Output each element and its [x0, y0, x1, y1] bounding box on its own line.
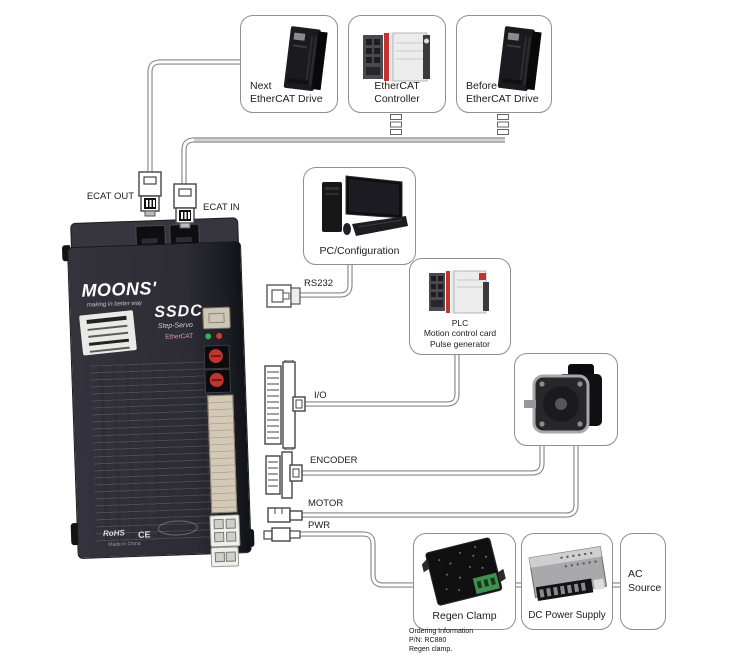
label-encoder: ENCODER: [310, 455, 358, 466]
drive-bus-logo: EtherCAT: [165, 332, 194, 341]
drive-front-face: MOONS' making in better way SSDC Step-Se…: [66, 241, 252, 568]
ethercat-bus-stub-controller: [390, 114, 402, 135]
node-label: Next EtherCAT Drive: [250, 80, 323, 105]
rs232-connector-icon: [266, 284, 301, 308]
cable-plc-to-io: [302, 353, 460, 407]
drive-ce-mark: CE: [137, 529, 151, 540]
label-motor: MOTOR: [308, 498, 344, 509]
drive-rohs-mark: RoHS: [102, 528, 125, 539]
cable-pwr-to-regen-clamp: [300, 531, 413, 588]
node-pc-configuration: PC/Configuration: [303, 167, 416, 265]
cable-encoder-to-motor-box: [300, 444, 545, 476]
ethercat-controller-image: [363, 32, 430, 82]
io-connector-icon: [264, 360, 306, 450]
node-before-ethercat-drive: Before EtherCAT Drive: [456, 15, 552, 113]
drive-model: SSDC: [154, 302, 204, 322]
motor-image: [524, 364, 602, 434]
node-regen-clamp: Regen Clamp: [413, 533, 516, 630]
node-dc-power-supply: DC Power Supply: [521, 533, 613, 630]
ssdc-drive: MOONS' making in better way SSDC Step-Se…: [61, 217, 256, 568]
label-pwr: PWR: [308, 520, 331, 531]
drive-io-header: [207, 394, 238, 514]
ethercat-drive-image: [283, 26, 328, 92]
node-label: AC Source: [628, 568, 662, 594]
node-label: Regen Clamp: [432, 609, 497, 622]
drive-pwr-connector: [210, 546, 240, 568]
motor-connector-icon: [267, 507, 303, 523]
red-led-icon: [216, 332, 223, 340]
drive-rs232-port: [202, 306, 231, 330]
ordering-note: Ordering Information P/N: RC880 Regen cl…: [409, 628, 474, 653]
node-motor: [514, 353, 618, 446]
cable-ecat-out-to-next-drive: [147, 59, 240, 190]
green-led-icon: [205, 333, 212, 340]
drive-tagline: making in better way: [86, 300, 143, 309]
label-rs232: RS232: [304, 278, 334, 289]
plc-image: [429, 270, 489, 314]
cable-ecat-in-bus: [181, 137, 505, 198]
ethercat-drive-image: [497, 26, 542, 92]
encoder-connector-icon: [265, 451, 303, 499]
ecat-out-plug-icon: [138, 171, 162, 217]
node-ethercat-controller: EtherCAT Controller: [348, 15, 446, 113]
drive-brand: MOONS': [81, 278, 158, 301]
ecat-in-plug-icon: [173, 183, 197, 229]
node-label: EtherCAT Controller: [374, 80, 420, 105]
node-label: PC/Configuration: [319, 244, 400, 257]
ethercat-bus-stub-before-drive: [497, 114, 509, 135]
drive-motor-connector: [209, 514, 241, 548]
pc-image: [322, 175, 408, 236]
drive-series: Step-Servo: [157, 321, 193, 331]
node-next-ethercat-drive: Next EtherCAT Drive: [240, 15, 338, 113]
pwr-connector-icon: [263, 527, 301, 542]
regen-clamp-image: [421, 537, 506, 606]
cable-pc-to-rs232: [299, 263, 353, 298]
rotary-switch-icon: [204, 368, 232, 394]
node-label: Before EtherCAT Drive: [466, 80, 539, 105]
cable-motor-to-motor-box: [302, 444, 579, 518]
rotary-switch-icon: [203, 344, 231, 370]
drive-origin-text: Made in China: [108, 540, 141, 548]
node-ac-source: AC Source: [620, 533, 666, 630]
label-io: I/O: [314, 390, 327, 401]
drive-model-label: [79, 310, 137, 356]
dc-power-supply-image: [528, 546, 608, 602]
label-ecat-in: ECAT IN: [203, 202, 240, 213]
node-label: DC Power Supply: [528, 609, 606, 621]
label-ecat-out: ECAT OUT: [86, 191, 134, 202]
node-label: PLC Motion control card Pulse generator: [423, 317, 497, 349]
node-plc: PLC Motion control card Pulse generator: [409, 258, 511, 355]
